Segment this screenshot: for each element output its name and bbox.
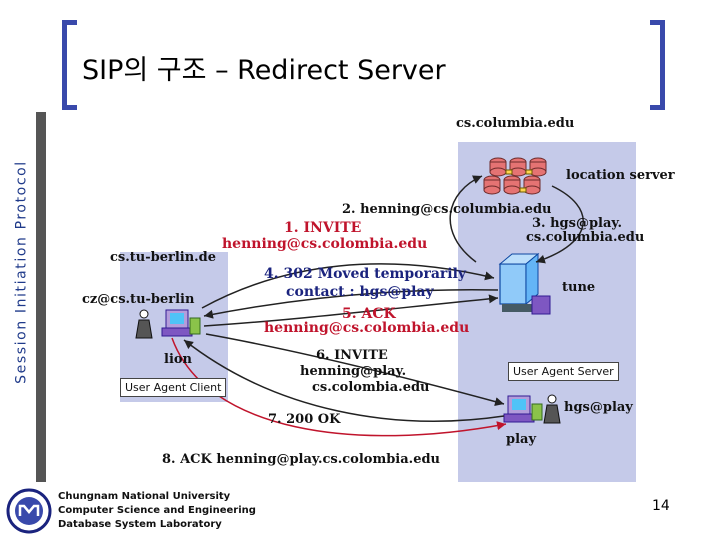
step1-label-line1: 1. INVITE — [284, 220, 362, 236]
location-server-label: location server — [566, 168, 675, 183]
university-logo-icon — [6, 488, 52, 534]
step5-label-line2: henning@cs.colombia.edu — [264, 320, 470, 336]
step5-label-line1: 5. ACK — [342, 306, 396, 322]
page-title: SIP의 구조 – Redirect Server — [82, 55, 446, 86]
arrow-step3 — [535, 185, 584, 264]
uac-label: User Agent Client — [120, 378, 227, 397]
host-tune-label: tune — [562, 280, 596, 295]
workstation-icon — [503, 395, 543, 423]
arrow-step2 — [449, 175, 483, 263]
footer-line2: Computer Science and Engineering — [58, 505, 256, 516]
domain-columbia-label: cs.columbia.edu — [456, 116, 575, 131]
host-lion-label: lion — [164, 352, 192, 367]
user-icon — [135, 309, 153, 339]
arrow-step6 — [205, 333, 505, 406]
server-icon — [498, 252, 551, 315]
step6-label-line1: 6. INVITE — [316, 348, 388, 363]
side-label-bar: Session Initiation Protocol — [6, 118, 36, 433]
step3-label-line2: cs.columbia.edu — [526, 230, 645, 245]
page-number: 14 — [652, 498, 670, 514]
footer-line3: Database System Laboratory — [58, 519, 222, 530]
step2-label: 2. henning@cs.columbia.edu — [342, 202, 552, 217]
domain-tuberlin-label: cs.tu-berlin.de — [110, 250, 217, 265]
step4-label-line1: 4. 302 Moved temporarily — [264, 266, 467, 282]
arrow-step5 — [203, 294, 499, 327]
arrow-step4 — [203, 289, 499, 319]
step7-label: 7. 200 OK — [268, 412, 341, 427]
footer-line1: Chungnam National University — [58, 491, 231, 502]
database-icon — [483, 157, 547, 195]
arrow-step1 — [201, 263, 495, 309]
diagram-graphics — [36, 112, 636, 482]
step6-label-line2: henning@play. — [300, 364, 407, 379]
host-play-label: play — [506, 432, 537, 447]
sip-redirect-diagram: cs.columbia.edu location server cs.tu-be… — [36, 112, 675, 482]
title-bracket-left — [62, 20, 77, 110]
diagram-shadow-bar — [36, 112, 46, 482]
title-bracket-right — [650, 20, 665, 110]
arrow-step8 — [171, 337, 507, 437]
step8-label: 8. ACK henning@play.cs.colombia.edu — [162, 452, 441, 467]
footer-institution: Chungnam National University Computer Sc… — [58, 490, 256, 532]
user-icon — [543, 394, 561, 424]
step4-label-line2: contact : hgs@play — [286, 284, 434, 300]
user-tuberlin-label: cz@cs.tu-berlin — [82, 292, 195, 307]
side-label-text: Session Initiation Protocol — [13, 160, 30, 384]
workstation-icon — [161, 309, 201, 337]
step6-label-line3: cs.colombia.edu — [312, 380, 430, 395]
uas-label: User Agent Server — [508, 362, 619, 381]
step3-label-line1: 3. hgs@play. — [532, 216, 622, 231]
user-play-label: hgs@play — [564, 400, 633, 415]
step1-label-line2: henning@cs.colombia.edu — [222, 236, 428, 252]
arrow-step7 — [183, 339, 505, 422]
